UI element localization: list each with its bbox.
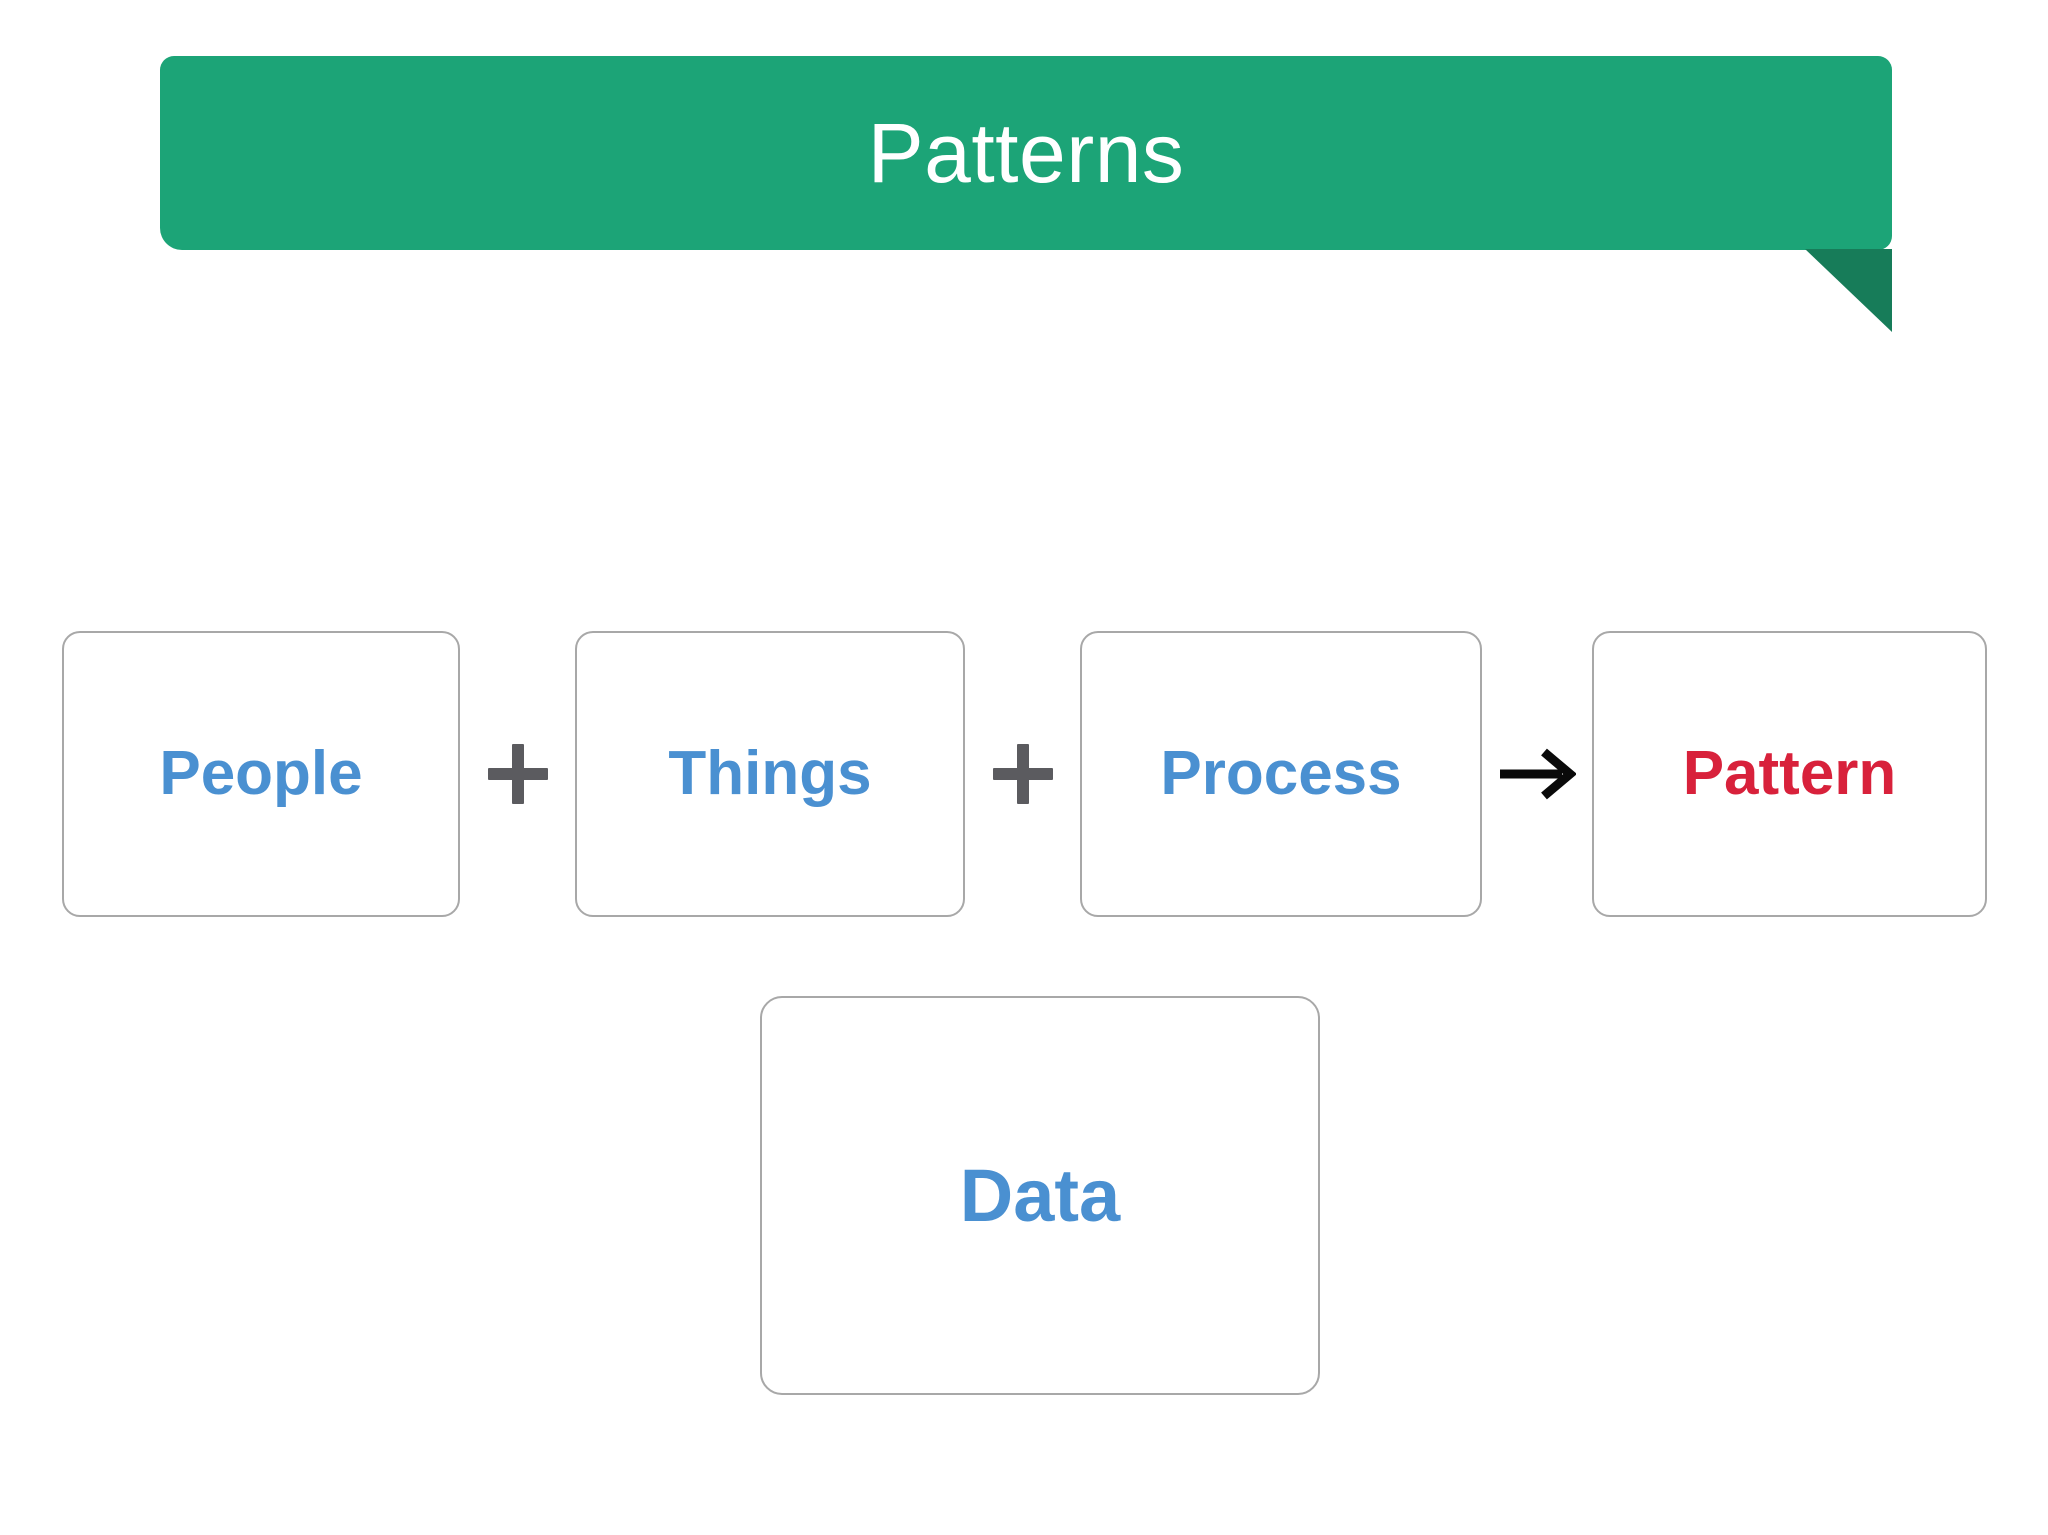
banner-tail-icon bbox=[1805, 249, 1892, 332]
operator-arrow bbox=[1482, 631, 1592, 917]
operator-plus-2 bbox=[965, 631, 1080, 917]
card-things[interactable]: Things bbox=[575, 631, 965, 917]
card-people-label: People bbox=[159, 739, 363, 808]
title-banner: Patterns bbox=[160, 56, 1892, 332]
title-banner-body: Patterns bbox=[160, 56, 1892, 250]
card-things-label: Things bbox=[668, 739, 872, 808]
card-data-label: Data bbox=[959, 1153, 1121, 1237]
card-people[interactable]: People bbox=[62, 631, 460, 917]
page-title: Patterns bbox=[867, 106, 1185, 200]
card-pattern-label: Pattern bbox=[1682, 739, 1897, 808]
operator-plus-1 bbox=[460, 631, 575, 917]
card-process-label: Process bbox=[1160, 739, 1402, 808]
right-arrow-icon bbox=[1500, 748, 1576, 800]
pattern-equation-row: People Things Process Pattern bbox=[62, 631, 1987, 917]
plus-icon bbox=[487, 744, 548, 804]
plus-icon bbox=[992, 744, 1053, 804]
card-data[interactable]: Data bbox=[760, 996, 1320, 1395]
card-pattern[interactable]: Pattern bbox=[1592, 631, 1987, 917]
card-process[interactable]: Process bbox=[1080, 631, 1482, 917]
